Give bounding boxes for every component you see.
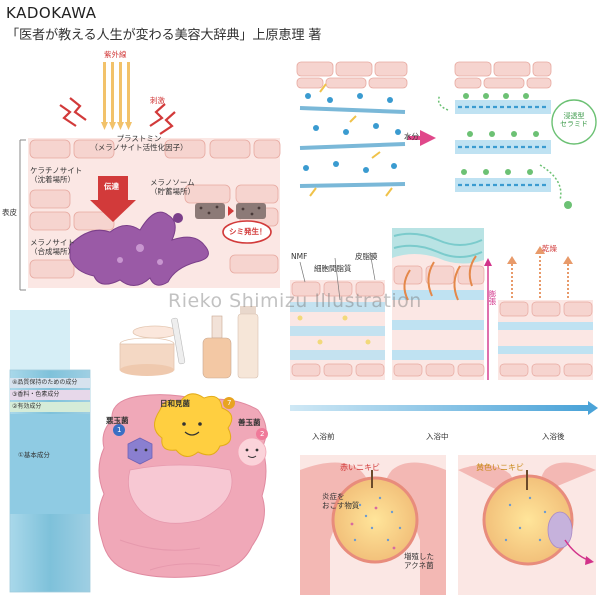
swelling-label: 膨張	[488, 290, 497, 305]
plastomin-label: プラストミン （メラノサイト活性化因子）	[84, 134, 194, 152]
book-title: 「医者が教える人生が変わる美容大辞典」上原恵理 著	[6, 28, 322, 43]
during-bath-label: 入浴中	[426, 432, 449, 441]
ceramide-type: 浸透型	[563, 112, 585, 120]
yellow-acne-label: 黄色いニキビ	[476, 463, 524, 472]
acne-bacteria-line2: アクネ菌	[404, 561, 434, 570]
stimulus-label: 刺激	[150, 96, 165, 105]
spot-label: シミ発生！	[229, 227, 267, 236]
acne-bacteria-label: 増殖した アクネ菌	[404, 552, 434, 570]
bottle-item-1: ①基本成分	[18, 451, 50, 460]
dry-label: 乾燥	[542, 244, 557, 253]
bottle-item-text: 品質保持のための成分	[17, 379, 78, 386]
inflammatory-substance-line2: おこす物質	[322, 501, 360, 510]
opportunistic-bacteria-label: 日和見菌	[160, 399, 190, 408]
bath-diagram	[290, 228, 598, 415]
keratinocyte-name: ケラチノサイト	[30, 166, 83, 175]
ingredient-bottle	[9, 310, 91, 593]
bottle-item-num: ②	[12, 403, 18, 410]
melanocyte-label: メラノサイト （合成場所）	[30, 238, 75, 256]
water-label: 水分	[404, 132, 419, 141]
bottle-item-num: ④	[12, 379, 18, 386]
acne-bacteria-line1: 増殖した	[404, 552, 434, 561]
melanocyte-name: メラノサイト	[30, 238, 75, 247]
watermark-text: Rieko Shimizu Illustration	[168, 290, 422, 312]
plastomin-desc: （メラノサイト活性化因子）	[90, 143, 188, 152]
good-bacteria-label: 善玉菌	[238, 418, 261, 427]
bad-bacteria-label: 悪玉菌	[106, 416, 129, 425]
bottle-item-4: ④品質保持のための成分	[12, 379, 77, 386]
plastomin-name: プラストミン	[116, 134, 162, 143]
publisher-name: KADOKAWA	[6, 4, 97, 22]
sebum-label: 皮脂膜	[355, 252, 378, 261]
melanin-diagram	[19, 62, 281, 291]
bottle-item-num: ①	[18, 451, 24, 459]
intercellular-lipid-label: 細胞間脂質	[314, 264, 352, 273]
melanosome-label: メラノソーム （貯蓄場所）	[150, 178, 195, 196]
ceramide-name: セラミド	[560, 120, 588, 129]
uv-label: 紫外線	[104, 50, 127, 59]
bottle-item-text: 基本成分	[23, 451, 50, 459]
bottle-item-text: 香料・色素成分	[17, 391, 60, 398]
melanocyte-desc: （合成場所）	[30, 247, 75, 256]
melanosome-desc: （貯蓄場所）	[150, 187, 195, 196]
melanosome-name: メラノソーム	[150, 178, 195, 187]
good-bacteria-ratio: 2	[260, 430, 265, 438]
gut-diagram	[98, 393, 268, 578]
bottle-item-3: ③香料・色素成分	[12, 391, 59, 398]
inflammatory-substance-line1: 炎症を	[322, 492, 345, 501]
transmit-label: 伝達	[104, 182, 119, 191]
ceramide-diagram	[296, 60, 597, 209]
bottle-item-text: 有効成分	[17, 403, 42, 410]
after-bath-label: 入浴後	[542, 432, 565, 441]
red-acne-label: 赤いニキビ	[340, 463, 380, 472]
ceramide-label: 浸透型 セラミド	[556, 112, 592, 129]
bottle-item-2: ②有効成分	[12, 403, 41, 410]
keratinocyte-label: ケラチノサイト （沈着場所）	[30, 166, 82, 184]
nmf-label: NMF	[291, 252, 308, 261]
keratinocyte-desc: （沈着場所）	[30, 175, 75, 184]
opportunistic-bacteria-ratio: 7	[227, 399, 232, 407]
cosmetics-products	[119, 306, 259, 379]
bottle-item-num: ③	[12, 391, 18, 398]
acne-diagram	[300, 455, 596, 595]
bad-bacteria-ratio: 1	[117, 426, 122, 434]
inflammatory-substance-label: 炎症を おこす物質	[322, 492, 359, 510]
before-bath-label: 入浴前	[312, 432, 335, 441]
epidermis-label: 表皮	[2, 208, 17, 217]
